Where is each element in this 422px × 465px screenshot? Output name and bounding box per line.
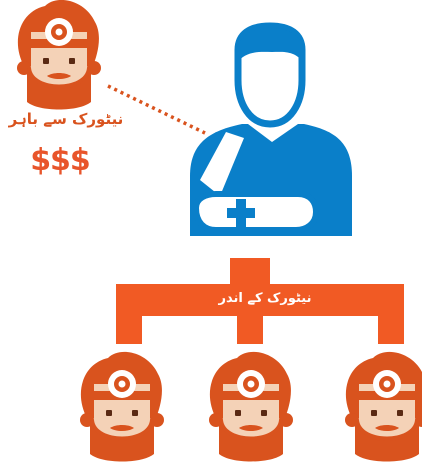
doctor-in-icon-3 bbox=[345, 351, 422, 462]
out-of-network-label: نیٹورک سے باہر bbox=[8, 110, 124, 128]
doctor-out-icon bbox=[17, 0, 101, 110]
in-network-label: نیٹورک کے اندر bbox=[218, 291, 312, 306]
doctor-in-icon-1 bbox=[80, 351, 164, 462]
patient-icon bbox=[190, 22, 352, 236]
cost-label: $$$ bbox=[30, 143, 91, 178]
doctor-in-icon-2 bbox=[209, 351, 293, 462]
tree-left-leg bbox=[116, 304, 142, 344]
tree-middle-leg bbox=[237, 304, 263, 344]
tree-right-leg bbox=[378, 304, 404, 344]
